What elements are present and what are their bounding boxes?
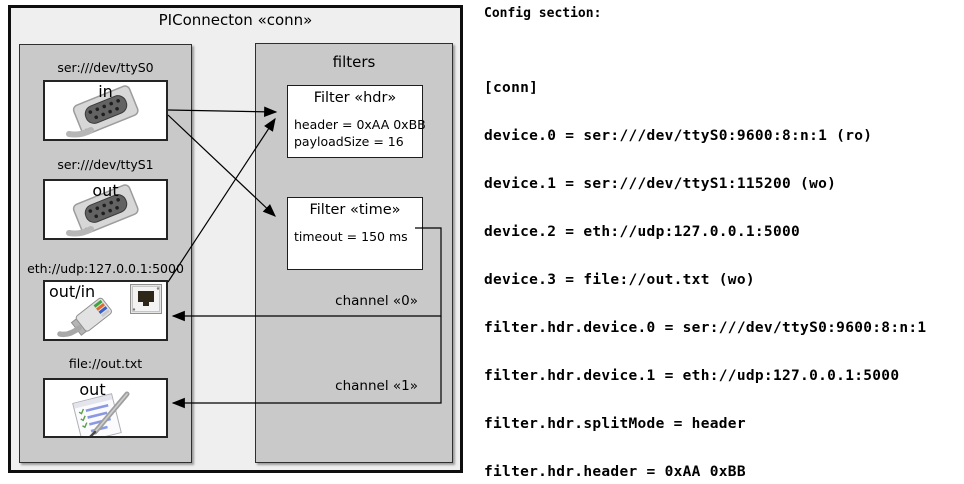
device-box-eth: out/in [43, 280, 168, 341]
filter-attribute: payloadSize = 16 [294, 134, 404, 149]
config-line: device.1 = ser:///dev/ttyS1:115200 (wo) [484, 176, 837, 192]
channel-1-label: channel «1» [335, 378, 418, 394]
device-url-label: ser:///dev/ttyS1 [57, 157, 154, 172]
config-panel: Config section: [conn] device.0 = ser://… [484, 6, 964, 480]
device-url-label: eth://udp:127.0.0.1:5000 [27, 261, 184, 276]
diagram-title: PIConnecton «conn» [158, 11, 313, 29]
device-direction-label: out/in [49, 282, 96, 301]
config-line: filter.hdr.device.1 = eth://udp:127.0.0.… [484, 368, 900, 384]
channel-0-label: channel «0» [335, 293, 418, 309]
ethernet-cable-icon [57, 297, 112, 338]
filter-box-time: Filter «time» timeout = 150 ms [287, 197, 423, 270]
serial-connector-icon [66, 85, 139, 138]
serial-connector-icon [66, 184, 139, 237]
device-box-ser1: out [43, 179, 168, 240]
filter-title: Filter «time» [309, 202, 401, 218]
device-url-label: file://out.txt [68, 356, 143, 371]
notepad-icon [72, 391, 130, 436]
config-line: filter.hdr.device.0 = ser:///dev/ttyS0:9… [484, 320, 927, 336]
device-direction-label: out [92, 181, 119, 200]
device-box-ser0: in [43, 80, 168, 141]
device-box-file: out [43, 378, 168, 438]
config-line: device.3 = file://out.txt (wo) [484, 272, 755, 288]
config-line: filter.hdr.header = 0xAA 0xBB [484, 464, 746, 480]
filter-attribute: timeout = 150 ms [294, 229, 408, 244]
config-line: [conn] [484, 80, 539, 96]
device-direction-label: in [98, 82, 113, 101]
config-line: filter.hdr.splitMode = header [484, 416, 746, 432]
config-line: device.0 = ser:///dev/ttyS0:9600:8:n:1 (… [484, 128, 873, 144]
config-line: device.2 = eth://udp:127.0.0.1:5000 [484, 224, 801, 240]
device-url-label: ser:///dev/ttyS0 [57, 60, 154, 75]
filters-group: filters Filter «hdr» header = 0xAA 0xBB … [255, 43, 453, 463]
device-direction-label: out [79, 380, 106, 399]
config-listing: [conn] device.0 = ser:///dev/ttyS0:9600:… [484, 48, 936, 484]
filter-title: Filter «hdr» [313, 90, 397, 106]
diagram-panel: PIConnecton «conn» ser:///dev/ttyS0 in [8, 5, 463, 473]
filter-attribute: header = 0xAA 0xBB [294, 117, 426, 132]
devices-group: ser:///dev/ttyS0 in [19, 44, 192, 463]
filters-group-label: filters [332, 53, 376, 71]
config-title: Config section: [484, 6, 602, 21]
ethernet-jack-icon [130, 284, 162, 314]
filter-box-hdr: Filter «hdr» header = 0xAA 0xBB payloadS… [287, 85, 426, 158]
